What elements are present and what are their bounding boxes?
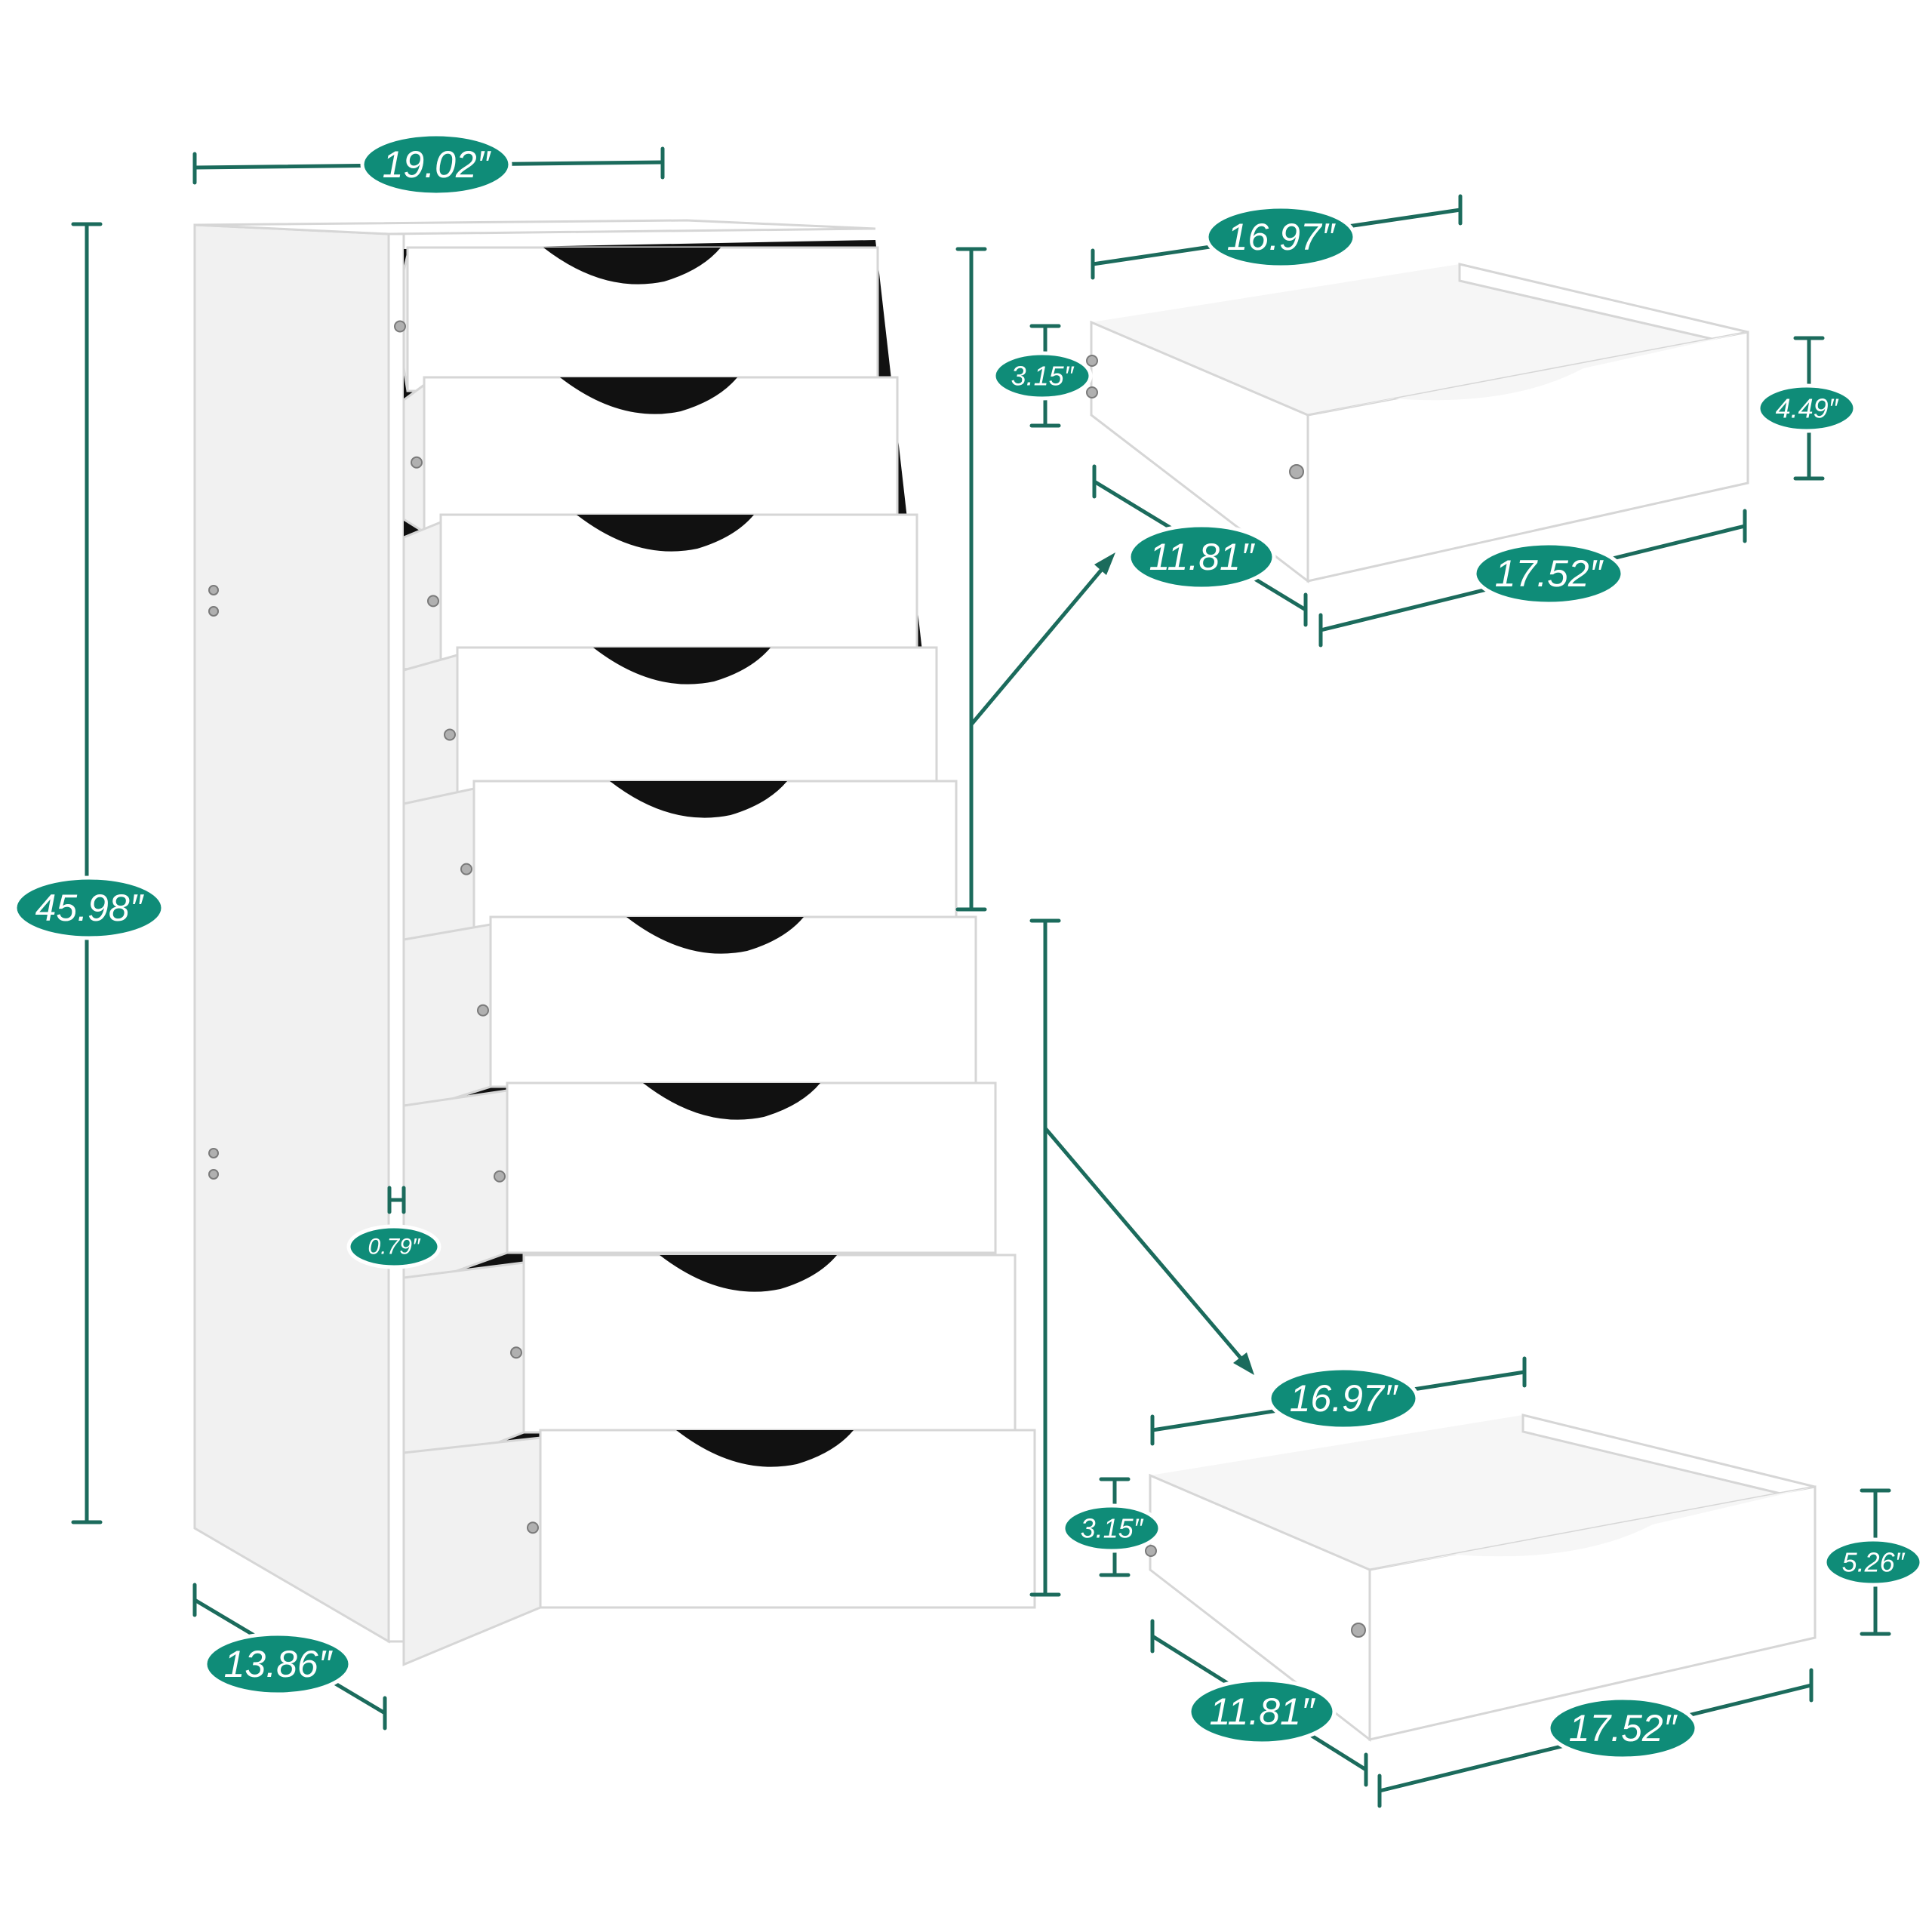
side-screw — [208, 585, 219, 595]
small-drawer-front-width-dimension: 17.52″ — [1318, 509, 1747, 648]
small-drawer-width-dimension: 16.97″ — [1091, 194, 1463, 280]
cabinet-side-panel — [193, 223, 390, 1644]
drawer-handle-cutout[interactable] — [543, 248, 721, 285]
large-drawer-front-height-dimension: 5.26″ — [1823, 1488, 1924, 1636]
drawer-screw — [477, 1004, 489, 1017]
cabinet-drawer[interactable] — [402, 780, 958, 960]
upper-drawers-bracket — [955, 247, 1115, 912]
cabinet-top — [194, 219, 876, 235]
small-drawer-depth-dimension: 11.81″ — [1092, 464, 1308, 627]
drawer-screw — [494, 1170, 506, 1183]
drawer-handle-cutout[interactable] — [560, 377, 737, 414]
drawer-side — [402, 1436, 542, 1666]
panel-thickness-dimension: 0.79″ — [346, 1186, 441, 1269]
large-drawer-side-height-dimension: 3.15″ — [1061, 1477, 1162, 1577]
cabinet-front-edge — [387, 232, 405, 1643]
drawer-handle-cutout[interactable] — [577, 515, 754, 552]
drawer-side — [402, 923, 492, 1116]
drawer-handle-cutout[interactable] — [643, 1083, 820, 1120]
large-drawer-illustration — [1145, 1414, 1817, 1743]
cabinet-depth-dimension: 13.86″ — [192, 1583, 387, 1730]
drawer-handle-cutout[interactable] — [660, 1255, 837, 1292]
panel-thickness-label: 0.79″ — [368, 1235, 420, 1260]
drawer-screw — [527, 1521, 539, 1534]
large-drawer-side-height-label: 3.15″ — [1081, 1513, 1144, 1544]
cabinet-drawer[interactable] — [402, 1254, 1017, 1481]
small-drawer-side-height-label: 3.15″ — [1011, 361, 1075, 392]
small-drawer-front-height-label: 4.49″ — [1776, 393, 1839, 424]
cabinet-height-label: 45.98″ — [35, 887, 145, 929]
drawer-screw — [427, 595, 439, 608]
large-drawer-depth-dimension: 11.81″ — [1150, 1619, 1368, 1787]
side-screw — [208, 606, 219, 617]
large-drawer-front-width-label: 17.52″ — [1569, 1707, 1678, 1749]
small-drawer-front-height-dimension: 4.49″ — [1756, 336, 1857, 481]
drawer-handle-cutout[interactable] — [676, 1430, 854, 1467]
large-drawer-depth-label: 11.81″ — [1209, 1690, 1315, 1733]
drawer-screw — [510, 1346, 522, 1359]
drawer-handle-cutout[interactable] — [593, 648, 771, 685]
cabinet-drawers — [394, 246, 1036, 1666]
cabinet-drawer[interactable] — [402, 915, 977, 1116]
side-screw — [208, 1169, 219, 1180]
large-drawer-front-width-dimension: 17.52″ — [1377, 1668, 1814, 1808]
drawer-handle-cutout[interactable] — [610, 781, 787, 818]
small-drawer-front-width-label: 17.52″ — [1495, 552, 1604, 595]
small-drawer-illustration — [1086, 263, 1749, 584]
cabinet-drawer[interactable] — [402, 376, 899, 534]
cabinet-depth-label: 13.86″ — [224, 1643, 334, 1685]
small-drawer-depth-label: 11.81″ — [1149, 536, 1255, 578]
large-drawer-width-dimension: 16.97″ — [1150, 1356, 1527, 1446]
cabinet-drawer[interactable] — [402, 1429, 1036, 1666]
small-drawer-side-height-dimension: 3.15″ — [992, 324, 1093, 428]
large-drawer-front-height-label: 5.26″ — [1842, 1547, 1906, 1578]
cabinet-drawer[interactable] — [402, 1081, 997, 1292]
cabinet-width-label: 19.02″ — [383, 143, 492, 186]
side-screw — [208, 1148, 219, 1158]
drawer-screw — [394, 320, 406, 333]
lower-drawers-bracket — [1029, 918, 1254, 1597]
cabinet — [193, 219, 1036, 1666]
large-drawer-width-label: 16.97″ — [1290, 1377, 1399, 1420]
drawer-screw — [460, 863, 472, 875]
cabinet-width-dimension: 19.02″ — [192, 132, 665, 197]
drawer-screw — [411, 456, 423, 469]
cabinet-height-dimension: 45.98″ — [13, 222, 165, 1524]
drawer-handle-cutout[interactable] — [626, 917, 804, 954]
small-drawer-width-label: 16.97″ — [1227, 216, 1337, 258]
cabinet-drawer[interactable] — [394, 246, 879, 392]
drawer-screw — [444, 728, 456, 741]
